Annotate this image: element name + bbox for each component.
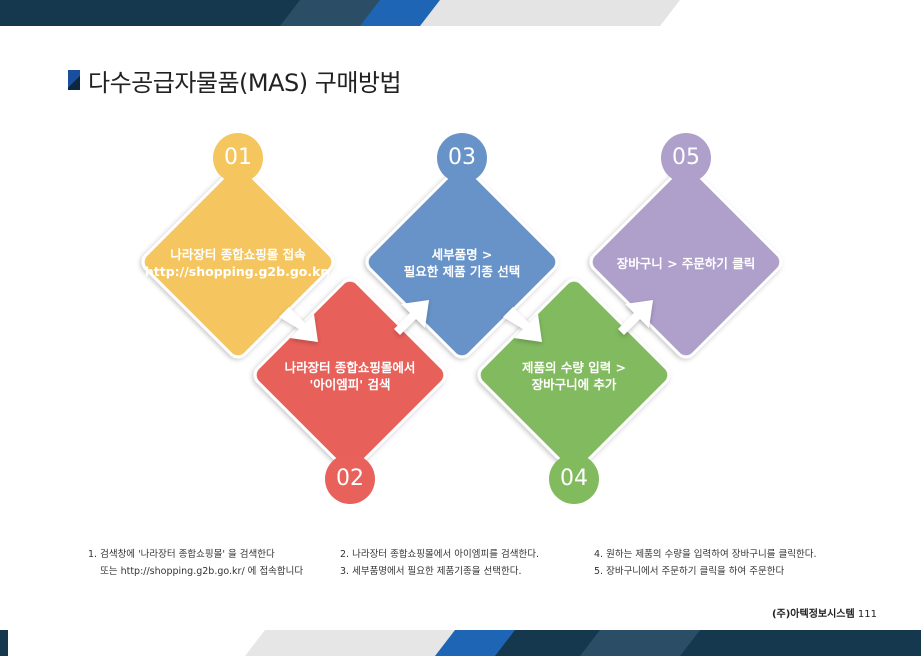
footer-company: (주)아텍정보시스템	[771, 609, 855, 620]
title-marker-icon	[68, 70, 80, 90]
step-04-line1: 제품의 수량 입력 >	[521, 360, 627, 375]
step-02-line2: '아이엠피' 검색	[309, 377, 391, 392]
arrow-down-right-icon	[503, 307, 542, 342]
page-title-row: 다수공급자물품(MAS) 구매방법	[68, 62, 402, 98]
step-01-line1: 나라장터 종합쇼핑몰 접속	[170, 247, 306, 262]
step-01-text: 나라장터 종합쇼핑몰 접속 http://shopping.g2b.go.kr/	[138, 246, 338, 280]
arrow-up-right-icon	[618, 300, 653, 335]
top-banner	[0, 0, 921, 26]
step-05-circle	[661, 133, 711, 183]
arrow-up-right-icon	[394, 300, 429, 335]
step-03-number: 03	[448, 145, 476, 170]
note-line: 2. 나라장터 종합쇼핑몰에서 아이엠피를 검색한다.	[340, 549, 539, 560]
step-01-line2: http://shopping.g2b.go.kr/	[144, 264, 332, 279]
page-number: 111	[857, 609, 877, 620]
notes-column-2: 2. 나라장터 종합쇼핑몰에서 아이엠피를 검색한다. 3. 세부품명에서 필요…	[340, 546, 539, 580]
notes-column-1: 1. 검색창에 '나라장터 종합쇼핑몰' 을 검색한다 또는 http://sh…	[88, 546, 303, 580]
notes-column-3: 4. 원하는 제품의 수량을 입력하여 장바구니를 클릭한다. 5. 장바구니에…	[594, 546, 816, 580]
note-line: 3. 세부품명에서 필요한 제품기종을 선택한다.	[340, 566, 522, 577]
step-04-circle	[549, 454, 599, 504]
step-03-text: 세부품명 > 필요한 제품 기종 선택	[362, 246, 562, 280]
footer: (주)아텍정보시스템 111	[772, 605, 877, 620]
arrow-down-right-icon	[279, 307, 318, 342]
step-02-number: 02	[336, 466, 364, 491]
note-line: 5. 장바구니에서 주문하기 클릭을 하여 주문한다	[594, 566, 785, 577]
step-03-line2: 필요한 제품 기종 선택	[403, 264, 521, 279]
step-05-number: 05	[672, 145, 700, 170]
step-05-line1: 장바구니 > 주문하기 클릭	[616, 256, 756, 271]
page-title: 다수공급자물품(MAS) 구매방법	[88, 68, 402, 97]
step-02-circle	[325, 454, 375, 504]
step-04-text: 제품의 수량 입력 > 장바구니에 추가	[474, 359, 674, 393]
bottom-banner	[0, 630, 921, 656]
step-03-circle	[437, 133, 487, 183]
note-line: 4. 원하는 제품의 수량을 입력하여 장바구니를 클릭한다.	[594, 549, 817, 560]
note-line: 또는 http://shopping.g2b.go.kr/ 에 접속합니다	[88, 566, 304, 577]
step-01-number: 01	[224, 145, 252, 170]
step-02-text: 나라장터 종합쇼핑몰에서 '아이엠피' 검색	[250, 359, 450, 393]
step-03-line1: 세부품명 >	[431, 247, 493, 262]
step-01-circle	[213, 133, 263, 183]
step-04-line2: 장바구니에 추가	[531, 377, 617, 392]
step-05-text: 장바구니 > 주문하기 클릭	[586, 255, 786, 272]
step-04-number: 04	[560, 466, 588, 491]
note-line: 1. 검색창에 '나라장터 종합쇼핑몰' 을 검색한다	[88, 549, 275, 560]
step-02-line1: 나라장터 종합쇼핑몰에서	[284, 360, 416, 375]
